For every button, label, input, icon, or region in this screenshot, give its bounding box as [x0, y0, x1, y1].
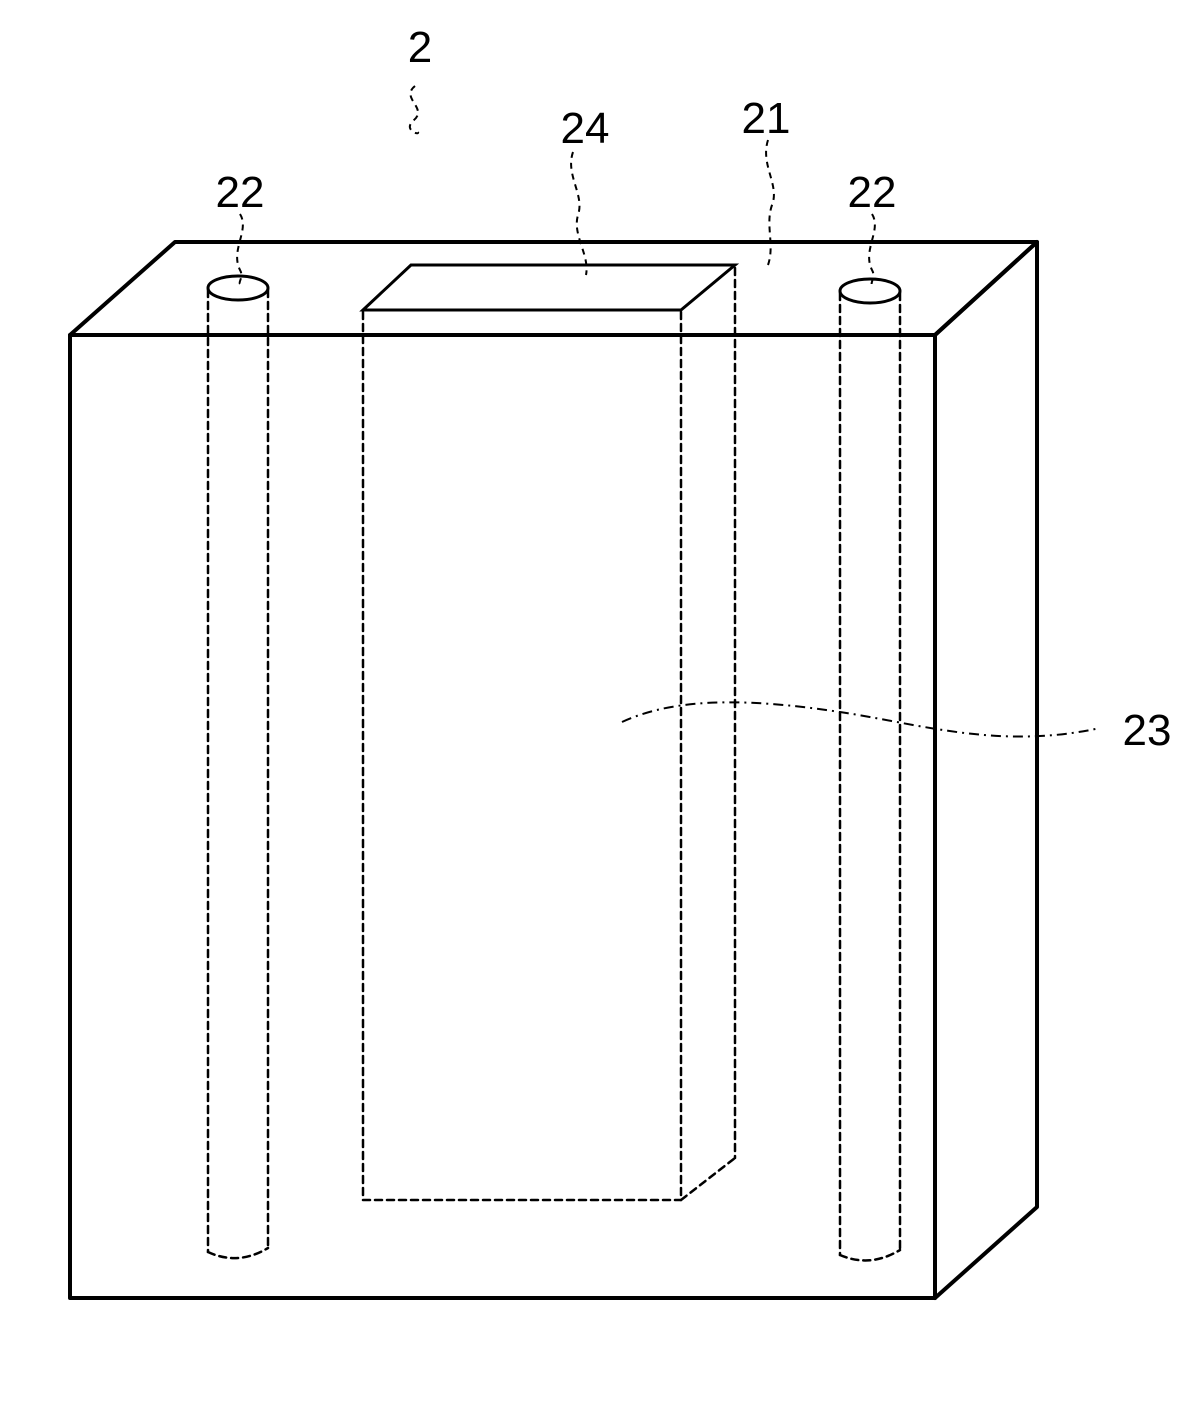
pin-hole-right-top	[838, 277, 902, 305]
label-pin-left: 22	[216, 168, 265, 217]
leader-body	[765, 139, 775, 266]
block-body	[68, 240, 1039, 1300]
pin-hole-left-bottom	[206, 1246, 270, 1260]
leader-pin-right	[868, 213, 876, 287]
cavity-box	[361, 266, 737, 1202]
opening-top	[359, 263, 740, 312]
label-body: 21	[742, 94, 791, 143]
pin-hole-right	[838, 277, 902, 1262]
label-opening: 24	[561, 104, 610, 153]
reference-labels: 2 24 21 22 22 23	[216, 23, 1172, 755]
leader-cavity	[621, 701, 1101, 738]
leader-assembly	[408, 85, 420, 135]
block-top-face	[68, 240, 1039, 337]
leader-lines	[236, 85, 1101, 738]
block-front-face	[68, 333, 937, 1300]
label-assembly: 2	[408, 23, 432, 72]
cavity-bottom-side-edge	[679, 1156, 737, 1202]
pin-hole-left	[206, 274, 270, 1260]
pin-hole-right-bottom	[838, 1248, 902, 1262]
label-pin-right: 22	[848, 168, 897, 217]
leader-pin-left	[236, 213, 244, 285]
block-side-face	[933, 240, 1039, 1300]
label-cavity: 23	[1123, 706, 1172, 755]
leader-opening	[570, 151, 588, 276]
pin-hole-left-top	[206, 274, 270, 302]
